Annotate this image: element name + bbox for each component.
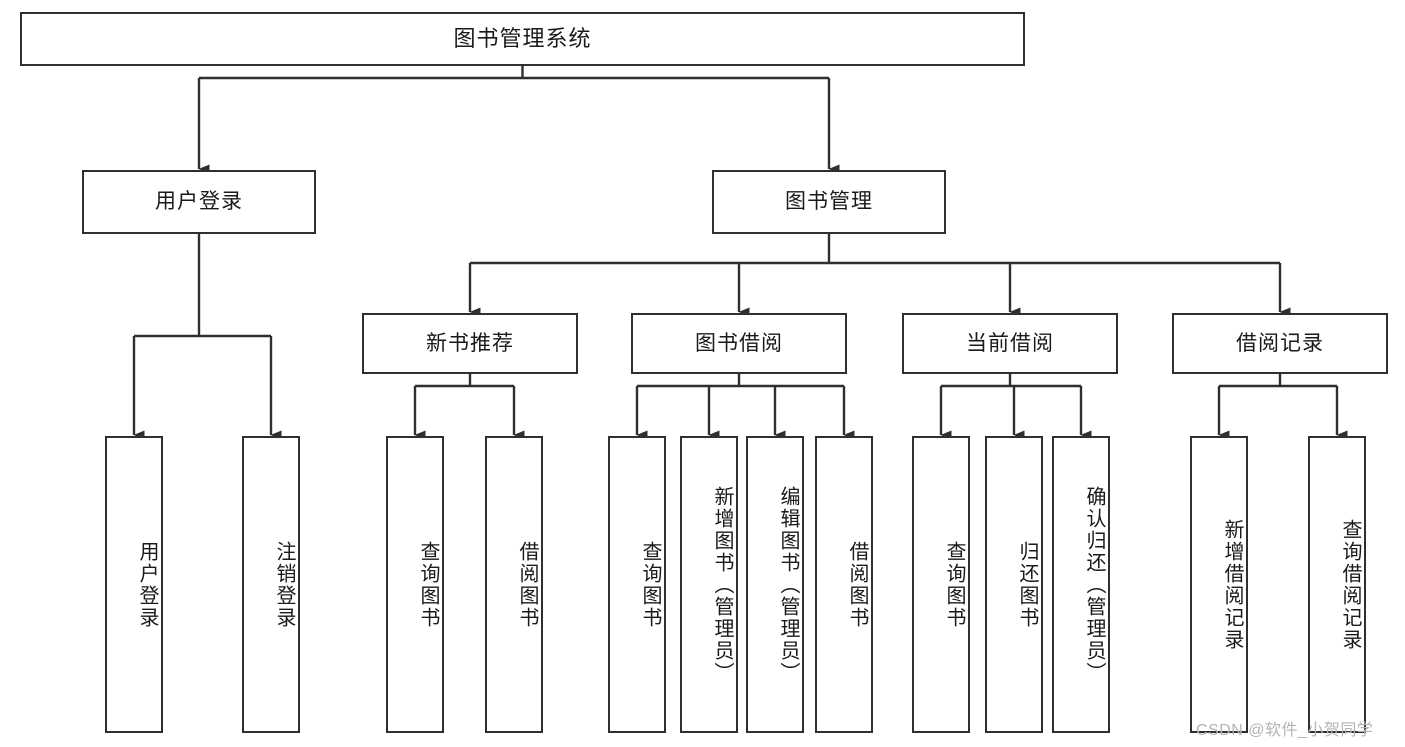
node-label: 新增图书（管理员）: [711, 485, 733, 684]
node-label: 借阅图书: [516, 540, 538, 629]
node-user-login[interactable]: 用户登录: [82, 170, 316, 234]
node-leaf-user-login[interactable]: 用户登录: [105, 436, 163, 733]
node-label: 查询图书: [639, 540, 661, 629]
node-label: 新增借阅记录: [1221, 518, 1243, 651]
node-label: 图书借阅: [695, 331, 783, 355]
node-label: 查询图书: [417, 540, 439, 629]
node-leaf-user-logout[interactable]: 注销登录: [242, 436, 300, 733]
node-new-book-rec[interactable]: 新书推荐: [362, 313, 578, 374]
node-label: 图书管理系统: [453, 25, 592, 51]
node-root[interactable]: 图书管理系统: [20, 12, 1025, 66]
node-label: 确认归还（管理员）: [1083, 485, 1105, 684]
node-leaf-query-book-3[interactable]: 查询图书: [912, 436, 970, 733]
node-label: 用户登录: [155, 190, 243, 214]
node-label: 新书推荐: [426, 331, 514, 355]
node-label: 借阅记录: [1236, 331, 1324, 355]
node-leaf-return-book[interactable]: 归还图书: [985, 436, 1043, 733]
node-label: 借阅图书: [846, 540, 868, 629]
node-label: 当前借阅: [966, 331, 1054, 355]
node-leaf-confirm-return[interactable]: 确认归还（管理员）: [1052, 436, 1110, 733]
node-leaf-add-book[interactable]: 新增图书（管理员）: [680, 436, 738, 733]
node-book-borrow[interactable]: 图书借阅: [631, 313, 847, 374]
node-leaf-query-book-1[interactable]: 查询图书: [386, 436, 444, 733]
node-label: 查询借阅记录: [1339, 518, 1361, 651]
node-current-borrow[interactable]: 当前借阅: [902, 313, 1118, 374]
node-label: 图书管理: [785, 190, 873, 214]
node-leaf-borrow-book-2[interactable]: 借阅图书: [815, 436, 873, 733]
node-borrow-record[interactable]: 借阅记录: [1172, 313, 1388, 374]
node-leaf-query-book-2[interactable]: 查询图书: [608, 436, 666, 733]
node-label: 编辑图书（管理员）: [777, 485, 799, 684]
node-label: 用户登录: [136, 540, 158, 629]
csdn-watermark: CSDN @软件_小贺同学: [1196, 722, 1374, 739]
node-label: 注销登录: [273, 540, 295, 629]
node-label: 归还图书: [1016, 540, 1038, 629]
node-leaf-edit-book[interactable]: 编辑图书（管理员）: [746, 436, 804, 733]
node-book-manage[interactable]: 图书管理: [712, 170, 946, 234]
node-leaf-query-record[interactable]: 查询借阅记录: [1308, 436, 1366, 733]
node-label: 查询图书: [943, 540, 965, 629]
node-leaf-borrow-book-1[interactable]: 借阅图书: [485, 436, 543, 733]
node-leaf-add-record[interactable]: 新增借阅记录: [1190, 436, 1248, 733]
